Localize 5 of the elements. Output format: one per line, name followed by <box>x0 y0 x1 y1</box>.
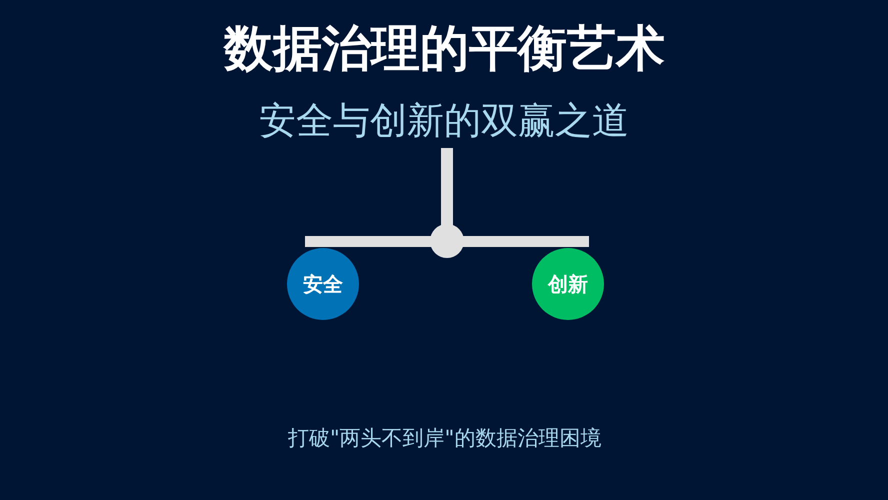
caption: 打破"两头不到岸"的数据治理困境 <box>288 427 602 450</box>
circle-node: 创新 <box>532 248 604 320</box>
subtitle: 安全与创新的双赢之道 <box>259 101 629 142</box>
circle-node: 安全 <box>287 248 359 320</box>
title: 数据治理的平衡艺术 <box>224 22 665 76</box>
